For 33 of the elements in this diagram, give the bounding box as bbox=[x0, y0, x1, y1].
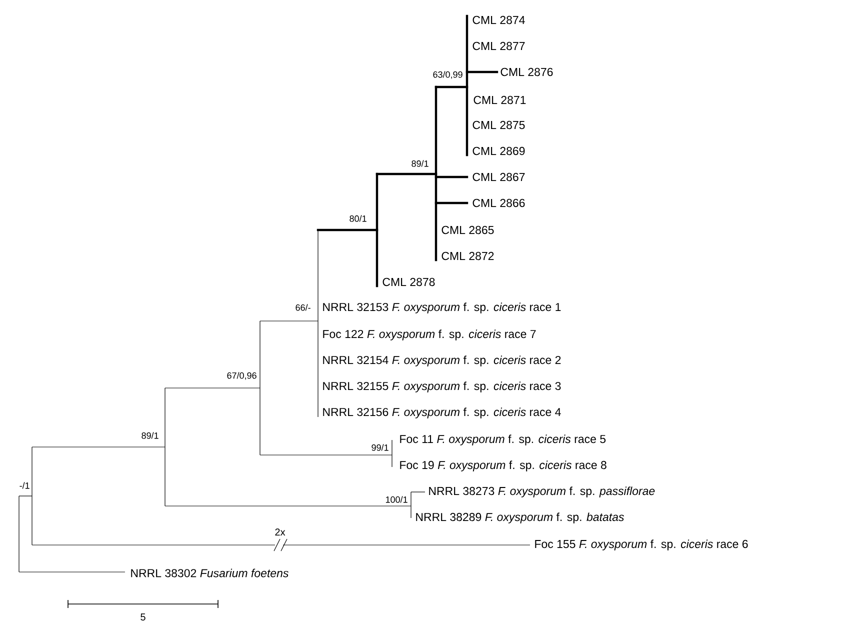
taxon-label: CML 2874 bbox=[472, 16, 525, 24]
taxon-label: CML 2869 bbox=[472, 146, 525, 156]
support-value: 89/1 bbox=[412, 160, 428, 167]
taxon-label: NRRL 32155 F. oxysporum f. sp. ciceris race 3 bbox=[323, 382, 561, 392]
taxon-label: Foc 11 F. oxysporum f. sp. ciceris race 5 bbox=[400, 434, 606, 446]
taxon-label: NRRL 38289 F. oxysporum f. sp. batatas bbox=[416, 512, 624, 524]
taxon-label: CML 2875 bbox=[472, 120, 525, 130]
taxon-label: Foc 122 F. oxysporum f. sp. ciceris race 7 bbox=[323, 330, 536, 340]
support-value: 99/1 bbox=[372, 444, 388, 451]
support-value: -/1 bbox=[20, 482, 30, 489]
taxon-label: NRRL 32153 F. oxysporum f. sp. ciceris race 1 bbox=[323, 302, 561, 314]
taxon-label: CML 2865 bbox=[442, 226, 494, 234]
taxon-label: CML 2872 bbox=[442, 252, 494, 260]
taxon-label: NRRL 32156 F. oxysporum f. sp. ciceris race 4 bbox=[323, 408, 561, 418]
scale-label: 5 bbox=[140, 614, 146, 620]
taxon-label: NRRL 38302 Fusarium foetens bbox=[131, 568, 288, 578]
taxon-label: CML 2877 bbox=[472, 42, 525, 50]
support-value: 66/- bbox=[296, 304, 310, 311]
support-value: 89/1 bbox=[142, 432, 158, 439]
taxon-label: CML 2871 bbox=[474, 96, 526, 104]
support-value: 67/0,96 bbox=[227, 372, 256, 380]
break-label: 2x bbox=[275, 528, 286, 536]
taxon-label: CML 2878 bbox=[382, 278, 435, 286]
taxon-label: NRRL 38273 F. oxysporum f. sp. passiflorae bbox=[429, 486, 655, 498]
taxon-label: Foc 19 F. oxysporum f. sp. ciceris race 8 bbox=[400, 460, 606, 472]
taxon-label: CML 2867 bbox=[472, 172, 525, 182]
taxon-label: CML 2866 bbox=[472, 198, 525, 208]
taxon-label: NRRL 32154 F. oxysporum f. sp. ciceris race 2 bbox=[323, 356, 561, 366]
support-value: 63/0,99 bbox=[433, 71, 462, 79]
support-value: 80/1 bbox=[350, 215, 366, 222]
taxon-label: CML 2876 bbox=[500, 68, 553, 76]
taxon-label: Foc 155 F. oxysporum f. sp. ciceris race 6 bbox=[535, 540, 748, 550]
support-value: 100/1 bbox=[386, 496, 408, 503]
